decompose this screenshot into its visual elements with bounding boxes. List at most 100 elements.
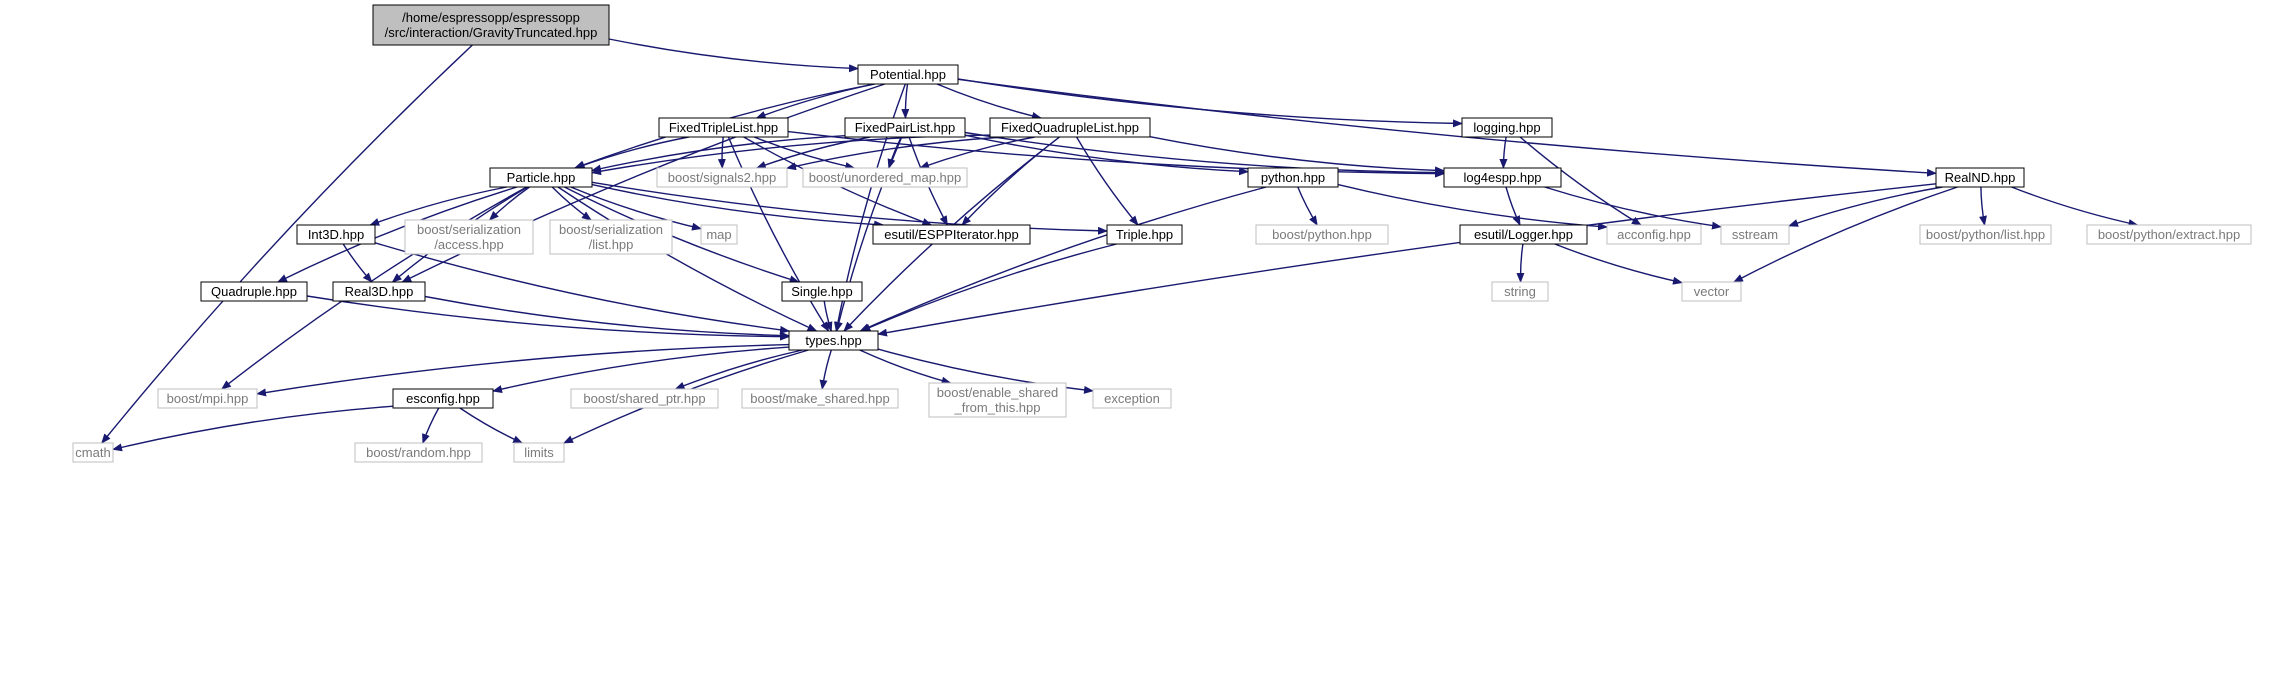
node-int3d[interactable]: Int3D.hpp <box>296 224 376 245</box>
node-fixedpairlist[interactable]: FixedPairList.hpp <box>844 117 966 138</box>
edge-fixedquadruplelist-to-unordered_map <box>919 136 1035 169</box>
node-label-sstream-0: sstream <box>1732 227 1778 242</box>
edge-esconfig-to-limits <box>459 407 524 444</box>
node-box-esppiterator <box>872 224 1031 245</box>
node-logging[interactable]: logging.hpp <box>1461 117 1553 138</box>
edge-fixedtriplelist-to-signals2 <box>717 136 726 169</box>
node-box-fixedpairlist <box>844 117 966 138</box>
node-particle[interactable]: Particle.hpp <box>489 167 593 188</box>
node-box-acconfig <box>1606 224 1702 245</box>
node-quadruple[interactable]: Quadruple.hpp <box>200 281 308 302</box>
edge-fixedtriplelist-to-log4espp <box>787 130 1445 178</box>
edge-logger-to-string <box>1516 243 1525 283</box>
node-random: boost/random.hpp <box>354 442 483 463</box>
node-fixedtriplelist[interactable]: FixedTripleList.hpp <box>658 117 789 138</box>
node-label-realnd-0: RealND.hpp <box>1945 170 2016 185</box>
node-label-vector-0: vector <box>1694 284 1730 299</box>
edge-particle-to-esppiterator <box>591 183 885 229</box>
node-box-sstream <box>1720 224 1790 245</box>
node-box-fixedquadruplelist <box>989 117 1151 138</box>
node-label-fixedtriplelist-0: FixedTripleList.hpp <box>669 120 778 135</box>
edge-potential-to-fixedtriplelist <box>755 83 876 119</box>
edge-types-to-make_shared <box>819 349 832 390</box>
node-box-logger <box>1459 224 1588 245</box>
node-box-logging <box>1461 117 1553 138</box>
node-exception: exception <box>1092 388 1172 409</box>
node-map: map <box>700 224 738 245</box>
node-types[interactable]: types.hpp <box>788 330 879 351</box>
edge-int3d-to-real3d <box>342 243 373 283</box>
node-label-enable_shared-0: boost/enable_shared <box>937 385 1058 400</box>
node-label-mpi-0: boost/mpi.hpp <box>167 391 249 406</box>
node-real3d[interactable]: Real3D.hpp <box>332 281 426 302</box>
edge-triple-to-types <box>860 243 1117 332</box>
edge-realnd-to-vector <box>1733 186 1958 283</box>
node-box-types <box>788 330 879 351</box>
node-label-cmath-0: cmath <box>75 445 110 460</box>
node-box-triple <box>1106 224 1183 245</box>
node-box-int3d <box>296 224 376 245</box>
node-box-quadruple <box>200 281 308 302</box>
node-unordered_map: boost/unordered_map.hpp <box>802 167 968 188</box>
edge-fixedpairlist-to-log4espp <box>964 131 1445 177</box>
node-box-signals2 <box>656 167 788 188</box>
node-python[interactable]: python.hpp <box>1247 167 1339 188</box>
node-esconfig[interactable]: esconfig.hpp <box>392 388 494 409</box>
node-label-shared_ptr-0: boost/shared_ptr.hpp <box>583 391 705 406</box>
node-esppiterator[interactable]: esutil/ESPPIterator.hpp <box>872 224 1031 245</box>
node-root[interactable]: /home/espressopp/espressopp/src/interact… <box>372 4 610 46</box>
node-bp_extract: boost/python/extract.hpp <box>2086 224 2252 245</box>
node-label-bp_list-0: boost/python/list.hpp <box>1926 227 2045 242</box>
node-enable_shared: boost/enable_shared_from_this.hpp <box>928 382 1067 418</box>
edge-fixedquadruplelist-to-triple <box>1075 136 1139 226</box>
node-shared_ptr: boost/shared_ptr.hpp <box>570 388 719 409</box>
node-box-exception <box>1092 388 1172 409</box>
node-limits: limits <box>513 442 565 463</box>
node-triple[interactable]: Triple.hpp <box>1106 224 1183 245</box>
node-box-realnd <box>1935 167 2025 188</box>
node-box-potential <box>857 64 959 85</box>
node-label-log4espp-0: log4espp.hpp <box>1463 170 1541 185</box>
edge-python-to-acconfig <box>1337 183 1608 231</box>
node-label-potential-0: Potential.hpp <box>870 67 946 82</box>
edge-potential-to-fixedpairlist <box>901 83 910 119</box>
node-box-python <box>1247 167 1339 188</box>
edge-particle-to-single <box>564 186 800 284</box>
edge-fixedtriplelist-to-types <box>727 136 830 332</box>
node-label-map-0: map <box>706 227 731 242</box>
node-box-string <box>1491 281 1549 302</box>
edge-particle-to-ser_list <box>551 186 592 221</box>
edge-log4espp-to-logger <box>1505 186 1521 226</box>
node-label-triple-0: Triple.hpp <box>1116 227 1173 242</box>
node-logger[interactable]: esutil/Logger.hpp <box>1459 224 1588 245</box>
edge-fixedpairlist-to-types <box>834 136 903 332</box>
node-box-bp_list <box>1919 224 2052 245</box>
edge-log4espp-to-sstream <box>1544 186 1722 230</box>
node-box-enable_shared <box>928 382 1067 418</box>
edge-fixedpairlist-to-python <box>964 134 1249 176</box>
node-single[interactable]: Single.hpp <box>781 281 863 302</box>
node-label-int3d-0: Int3D.hpp <box>308 227 364 242</box>
node-make_shared: boost/make_shared.hpp <box>741 388 899 409</box>
edge-logging-to-acconfig <box>1519 136 1642 226</box>
node-label-limits-0: limits <box>524 445 554 460</box>
node-boost_python: boost/python.hpp <box>1255 224 1389 245</box>
node-potential[interactable]: Potential.hpp <box>857 64 959 85</box>
edge-particle-to-triple <box>591 181 1108 235</box>
edge-potential-to-fixedquadruplelist <box>936 83 1042 120</box>
node-box-unordered_map <box>802 167 968 188</box>
node-label-real3d-0: Real3D.hpp <box>345 284 414 299</box>
node-ser_list: boost/serialization/list.hpp <box>549 219 673 255</box>
edge-potential-to-realnd <box>957 78 1937 177</box>
edge-python-to-types <box>859 186 1267 332</box>
node-realnd[interactable]: RealND.hpp <box>1935 167 2025 188</box>
node-fixedquadruplelist[interactable]: FixedQuadrupleList.hpp <box>989 117 1151 138</box>
node-label-string-0: string <box>1504 284 1536 299</box>
edge-quadruple-to-types <box>306 295 790 341</box>
edge-particle-to-map <box>570 186 702 231</box>
node-box-esconfig <box>392 388 494 409</box>
edge-particle-to-int3d <box>369 186 507 226</box>
node-label-ser_access-0: boost/serialization <box>417 222 521 237</box>
node-box-shared_ptr <box>570 388 719 409</box>
node-log4espp[interactable]: log4espp.hpp <box>1443 167 1562 188</box>
